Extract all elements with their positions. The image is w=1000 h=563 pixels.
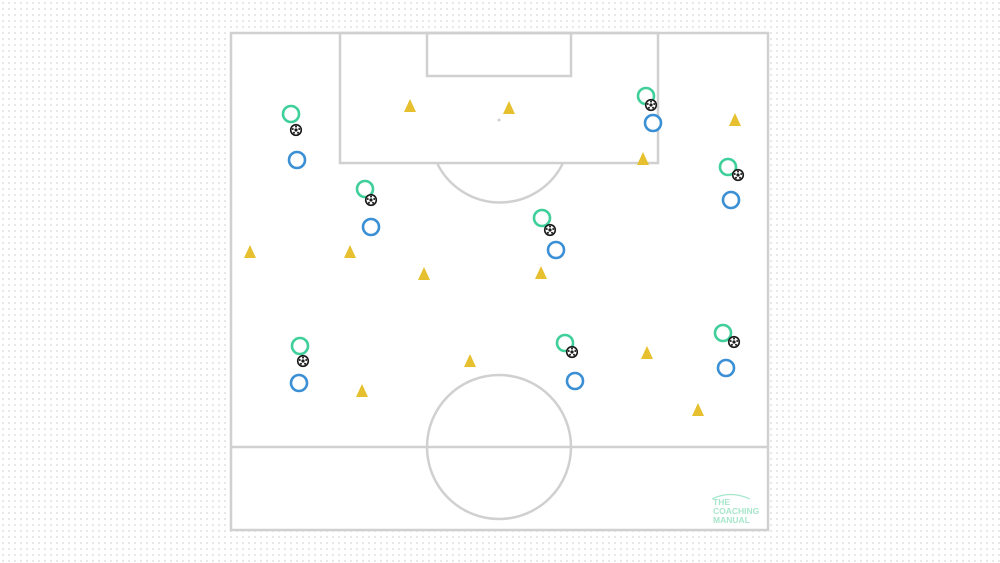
soccer-ball-icon bbox=[731, 168, 745, 182]
green-ring-player-icon bbox=[713, 323, 733, 343]
green-ring-player-icon bbox=[290, 336, 310, 356]
yellow-cone-icon bbox=[535, 266, 547, 279]
coaching-manual-logo: THE COACHING MANUAL bbox=[711, 493, 760, 525]
soccer-ball-icon bbox=[727, 335, 741, 349]
blue-ring-player-icon bbox=[565, 371, 585, 391]
yellow-cone-icon bbox=[729, 113, 741, 126]
soccer-ball-icon bbox=[296, 354, 310, 368]
pitch bbox=[229, 31, 770, 532]
green-ring-player-icon bbox=[281, 104, 301, 124]
blue-ring-player-icon bbox=[289, 373, 309, 393]
yellow-cone-icon bbox=[637, 152, 649, 165]
penalty-spot bbox=[497, 118, 501, 122]
blue-ring-player-icon bbox=[361, 217, 381, 237]
yellow-cone-icon bbox=[503, 101, 515, 114]
yellow-cone-icon bbox=[464, 354, 476, 367]
yellow-cone-icon bbox=[356, 384, 368, 397]
blue-ring-player-icon bbox=[287, 150, 307, 170]
yellow-cone-icon bbox=[418, 267, 430, 280]
logo-swoosh-icon bbox=[711, 493, 751, 500]
blue-ring-player-icon bbox=[546, 240, 566, 260]
green-ring-player-icon bbox=[355, 179, 375, 199]
soccer-ball-icon bbox=[543, 223, 557, 237]
logo-line3: MANUAL bbox=[713, 515, 750, 525]
logo-line1: THE bbox=[713, 497, 730, 507]
green-ring-player-icon bbox=[718, 157, 738, 177]
soccer-ball-icon bbox=[289, 123, 303, 137]
pitch-boundary bbox=[229, 31, 770, 532]
soccer-ball-icon bbox=[644, 98, 658, 112]
blue-ring-player-icon bbox=[716, 358, 736, 378]
soccer-ball-icon bbox=[364, 193, 378, 207]
yellow-cone-icon bbox=[692, 403, 704, 416]
players-layer bbox=[281, 86, 745, 393]
blue-ring-player-icon bbox=[721, 190, 741, 210]
center-circle bbox=[425, 373, 573, 521]
yellow-cone-icon bbox=[404, 99, 416, 112]
goal-area bbox=[425, 31, 573, 78]
yellow-cone-icon bbox=[344, 245, 356, 258]
penalty-arc bbox=[435, 162, 565, 204]
soccer-ball-icon bbox=[565, 345, 579, 359]
logo-line2: COACHING bbox=[713, 506, 760, 516]
blue-ring-player-icon bbox=[643, 113, 663, 133]
yellow-cone-icon bbox=[244, 245, 256, 258]
yellow-cone-icon bbox=[641, 346, 653, 359]
cones-layer bbox=[244, 99, 741, 416]
green-ring-player-icon bbox=[532, 208, 552, 228]
